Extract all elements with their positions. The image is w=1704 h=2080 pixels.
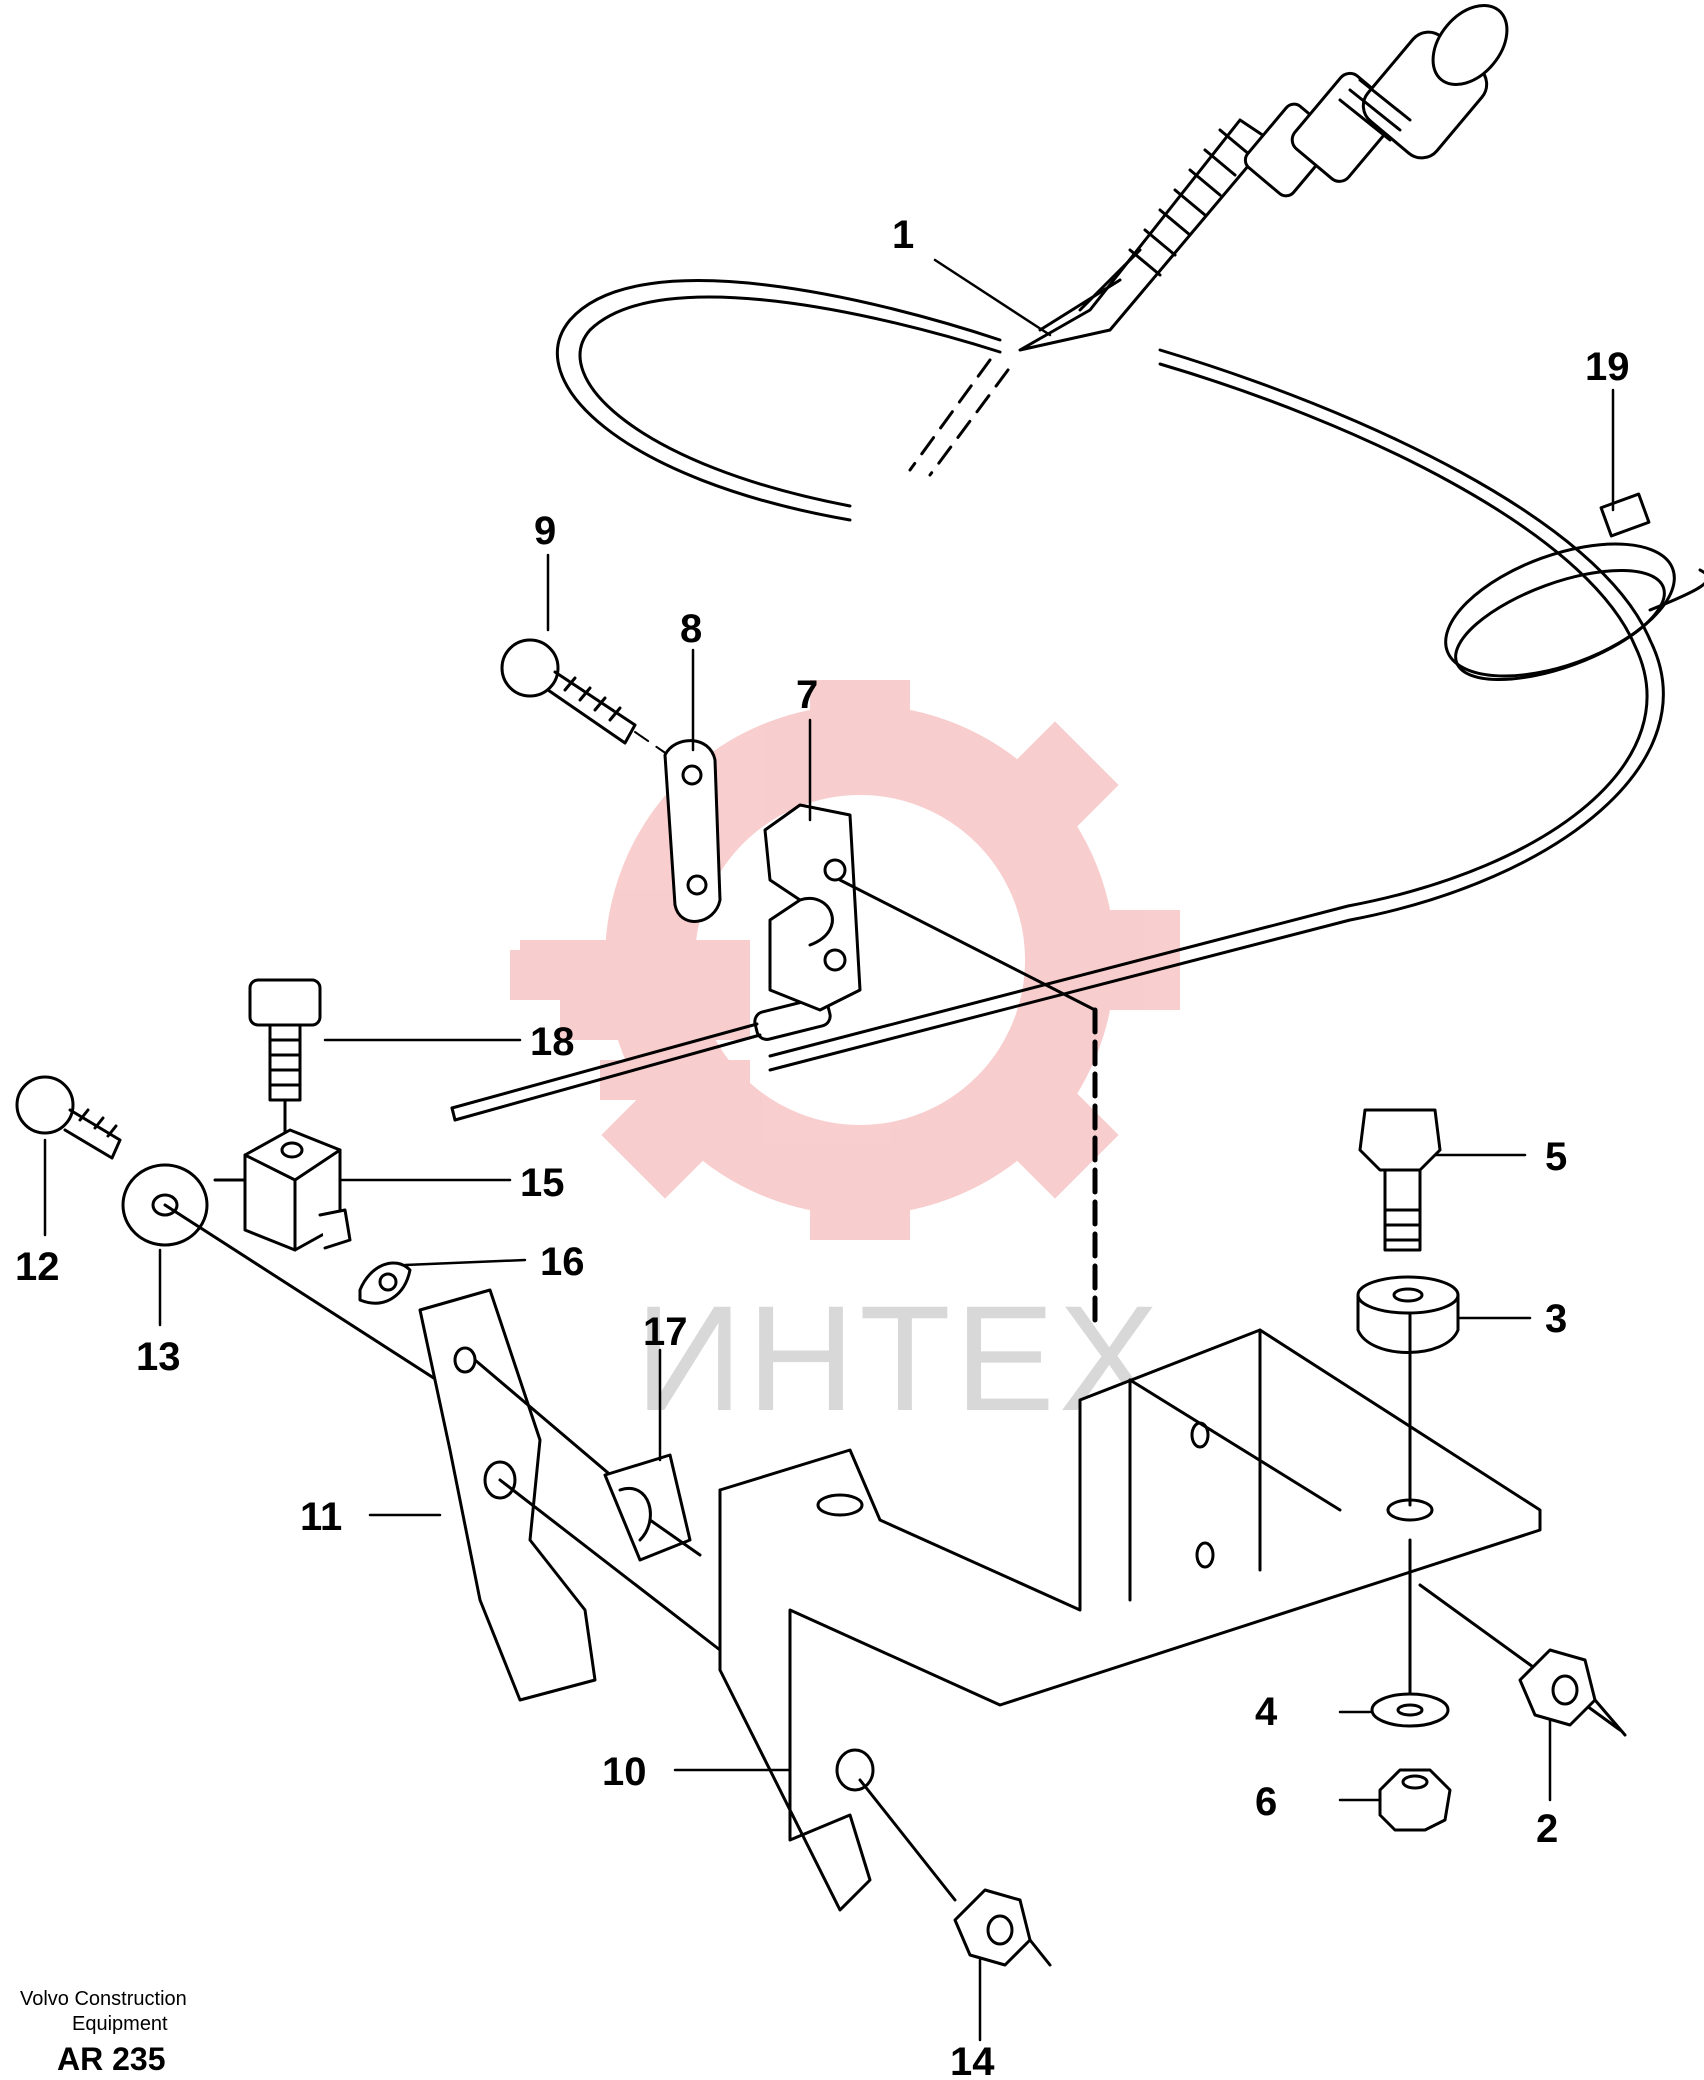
callout-2: 2 [1536,1807,1558,1851]
control-cable [450,4,1665,1122]
nut-2 [1518,1648,1627,1737]
spring-clip-17 [603,1453,702,1562]
callout-17: 17 [643,1310,688,1354]
bolt-9 [500,638,691,771]
spacer-3 [1356,1275,1460,1354]
bolt-12 [15,1075,122,1160]
washer-4 [1370,1692,1450,1728]
callout-1: 1 [892,213,914,257]
callout-3: 3 [1545,1297,1567,1341]
callout-6: 6 [1255,1780,1277,1824]
nut-14 [858,1778,1052,1967]
callout-4: 4 [1255,1690,1278,1734]
nut-6 [1378,1768,1452,1832]
company-name-line1: Volvo Construction [20,1988,187,2010]
callout-14: 14 [950,2040,995,2080]
cable-tie [1444,492,1704,682]
callout-19: 19 [1585,345,1630,389]
diagram-code: AR 235 [57,2041,166,2077]
lever-arm-11 [418,1288,722,1702]
callout-12: 12 [15,1245,60,1289]
callout-8: 8 [680,607,702,651]
callout-10: 10 [602,1750,647,1794]
watermark-text: ИНТЕХ [635,1274,1163,1442]
callout-16: 16 [540,1240,585,1284]
cable-clamp-7 [763,803,1097,1012]
callout-5: 5 [1545,1135,1567,1179]
callout-13: 13 [136,1335,181,1379]
callout-11: 11 [300,1495,342,1539]
callout-9: 9 [534,509,556,553]
watermark-gear-logo [510,680,1180,1240]
callout-18: 18 [530,1020,575,1064]
footer: Volvo Construction Equipment AR 235 [20,1988,187,2077]
cable-block-15 [213,1128,352,1252]
leader-lines [43,258,1615,2042]
clamp-plate-8 [663,739,722,923]
bracket-10 [718,1007,1622,1912]
bolt-18 [248,978,322,1152]
retainer-clip-16 [358,1261,412,1305]
callout-labels: 1 2 3 4 5 6 7 8 9 10 11 12 13 14 15 16 1… [15,213,1630,2080]
bolt-5 [1358,1108,1442,1252]
callout-15: 15 [520,1161,565,1205]
callout-7: 7 [796,673,818,717]
company-name-line2: Equipment [72,2013,168,2035]
